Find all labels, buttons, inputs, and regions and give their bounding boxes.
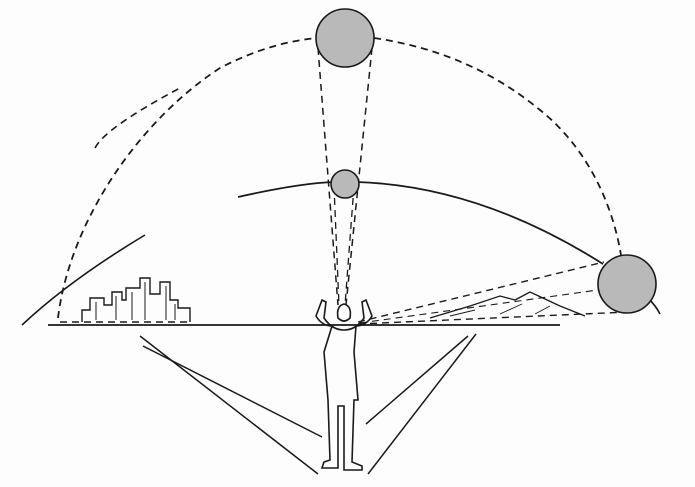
ground-line-right-outer <box>368 334 476 474</box>
horizon-moon <box>598 255 656 313</box>
mountain-hatching <box>450 304 550 316</box>
ground-line-left-outer <box>140 336 318 474</box>
true-sky-arc-left <box>22 235 145 325</box>
perceived-sky-dome-left-outer <box>95 88 180 148</box>
true-sky-arc <box>238 182 335 197</box>
true-zenith-moon <box>331 170 359 198</box>
sight-line-horizon-upper <box>358 262 604 322</box>
perceived-zenith-moon <box>316 9 374 67</box>
perceived-sky-dome-right <box>374 38 622 262</box>
sight-line-zenith-inner-left <box>334 186 339 305</box>
city-skyline <box>82 278 190 322</box>
perceived-sky-dome <box>58 38 318 318</box>
observer-head <box>338 304 351 321</box>
true-sky-arc-right <box>357 182 603 264</box>
ground-line-left-inner <box>143 346 322 437</box>
distant-mountains <box>430 292 585 318</box>
